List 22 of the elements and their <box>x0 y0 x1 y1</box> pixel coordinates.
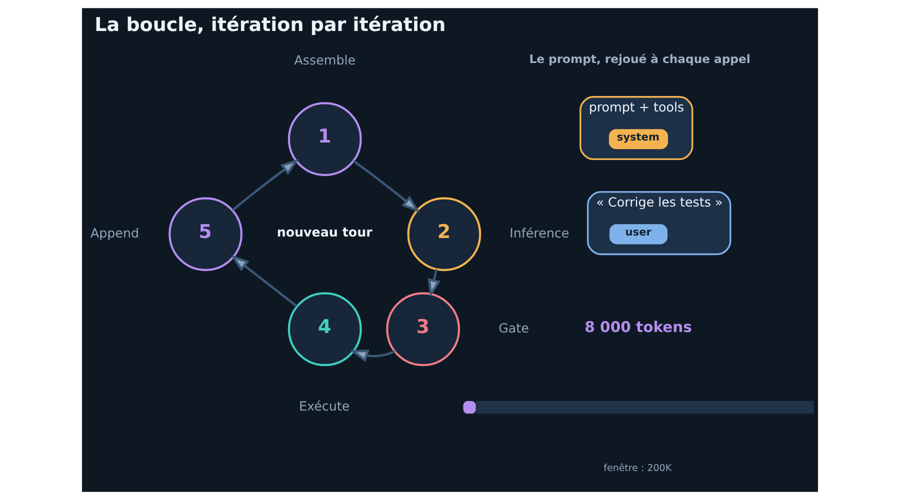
arrow <box>232 158 299 212</box>
node-circle: 2 <box>407 197 482 272</box>
label: fenêtre : 200K <box>604 462 672 474</box>
node-label: Assemble <box>294 52 356 68</box>
node-circle: 4 <box>288 292 362 366</box>
node-label: Inférence <box>510 225 570 240</box>
diagram-title: La boucle, itération par itération <box>94 14 446 36</box>
node-circle: 3 <box>386 292 460 366</box>
arrow <box>350 350 396 362</box>
arrow <box>352 160 420 212</box>
node-circle: 5 <box>168 197 242 272</box>
label: 8 000 tokens <box>584 319 692 336</box>
node-label: Exécute <box>299 398 350 414</box>
node-box: user <box>609 224 668 244</box>
node-label: Gate <box>498 320 529 336</box>
arrow <box>230 254 298 308</box>
node-box: system <box>608 129 668 150</box>
label: Le prompt, rejoué à chaque appel <box>529 52 750 66</box>
arrow <box>428 269 440 298</box>
label: nouveau tour <box>276 224 372 240</box>
node-label: Append <box>90 225 140 240</box>
node-circle: 1 <box>288 102 362 176</box>
